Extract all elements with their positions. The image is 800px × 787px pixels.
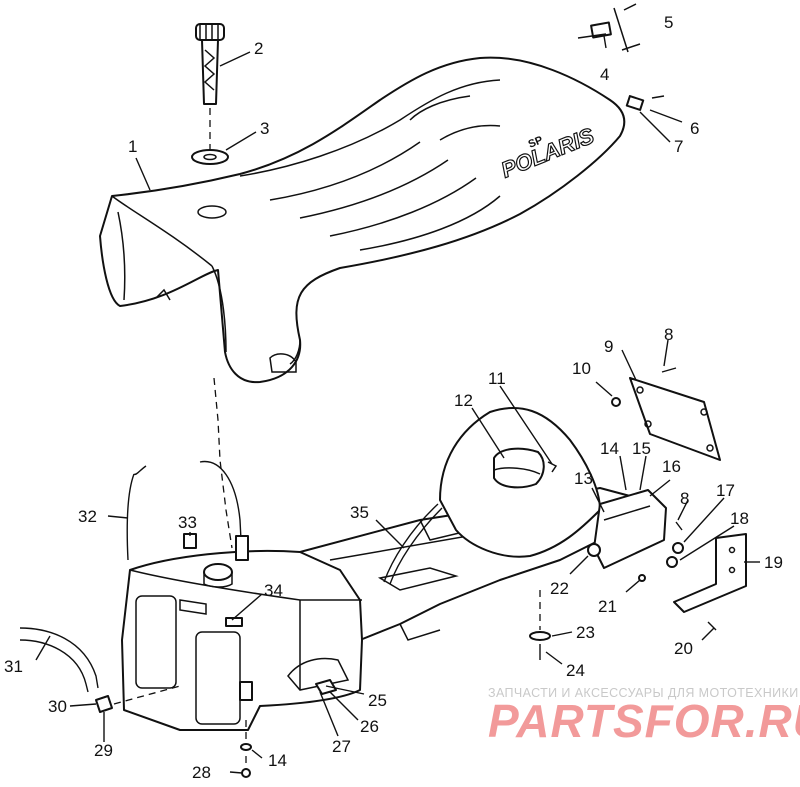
hose-35 xyxy=(383,503,439,583)
mounting-plate xyxy=(629,377,721,461)
callout-12: 12 xyxy=(454,391,473,410)
callout-28: 28 xyxy=(192,763,211,782)
callout-15: 15 xyxy=(632,439,651,458)
callout-4: 4 xyxy=(600,65,609,84)
callout-13: 13 xyxy=(574,469,593,488)
callout-10: 10 xyxy=(572,359,591,378)
callout-5: 5 xyxy=(664,13,673,32)
watermark-tagline: ЗАПЧАСТИ И АКСЕССУАРЫ ДЛЯ МОТОТЕХНИКИ xyxy=(488,686,799,700)
callout-20: 20 xyxy=(674,639,693,658)
spacer-17 xyxy=(672,542,684,554)
callout-22: 22 xyxy=(550,579,569,598)
cap-washer xyxy=(191,149,229,165)
callout-30: 30 xyxy=(48,697,67,716)
callout-29: 29 xyxy=(94,741,113,760)
callout-23: 23 xyxy=(576,623,595,642)
fitting-33 xyxy=(183,533,197,549)
washer-14 xyxy=(240,743,252,751)
callout-34: 34 xyxy=(264,581,283,600)
callout-6: 6 xyxy=(690,119,699,138)
nut-10 xyxy=(611,397,621,407)
clip-34 xyxy=(225,617,243,627)
spacer-18 xyxy=(666,556,678,568)
washer-23 xyxy=(529,631,551,641)
callout-14-top: 14 xyxy=(600,439,619,458)
seat-model-mark: SP xyxy=(527,134,545,151)
rear-bracket xyxy=(593,489,667,569)
grommet-25 xyxy=(315,679,337,695)
callout-17: 17 xyxy=(716,481,735,500)
callout-27: 27 xyxy=(332,737,351,756)
bumper-bracket xyxy=(673,533,747,613)
nut-28 xyxy=(241,768,251,778)
vent-hose-right xyxy=(199,460,243,561)
callout-8-bottom: 8 xyxy=(680,489,689,508)
callout-33: 33 xyxy=(178,513,197,532)
fitting-14 xyxy=(239,681,253,701)
callout-21: 21 xyxy=(598,597,617,616)
callout-19: 19 xyxy=(764,553,783,572)
grommet-22 xyxy=(587,543,601,557)
callout-14-bottom: 14 xyxy=(268,751,287,770)
callout-31: 31 xyxy=(4,657,23,676)
callout-3: 3 xyxy=(260,119,269,138)
callout-18: 18 xyxy=(730,509,749,528)
callout-11: 11 xyxy=(488,369,506,388)
vent-hose-left xyxy=(126,473,135,561)
callout-9: 9 xyxy=(604,337,613,356)
decal-bracket xyxy=(577,3,665,111)
callout-25: 25 xyxy=(368,691,387,710)
watermark-brand: PARTSFOR.RU xyxy=(488,695,800,747)
callout-16: 16 xyxy=(662,457,681,476)
fuel-tank xyxy=(439,406,601,558)
callout-2: 2 xyxy=(254,39,263,58)
seat xyxy=(99,56,626,384)
callout-1: 1 xyxy=(128,137,137,156)
callout-32: 32 xyxy=(78,507,97,526)
fuel-line xyxy=(19,627,99,689)
oil-tank xyxy=(121,550,363,731)
callout-35: 35 xyxy=(350,503,369,522)
fuel-cap xyxy=(195,23,225,105)
callout-8-top: 8 xyxy=(664,325,673,344)
callout-26: 26 xyxy=(360,717,379,736)
screw-21 xyxy=(638,574,646,582)
callout-24: 24 xyxy=(566,661,585,680)
callout-7: 7 xyxy=(674,137,683,156)
